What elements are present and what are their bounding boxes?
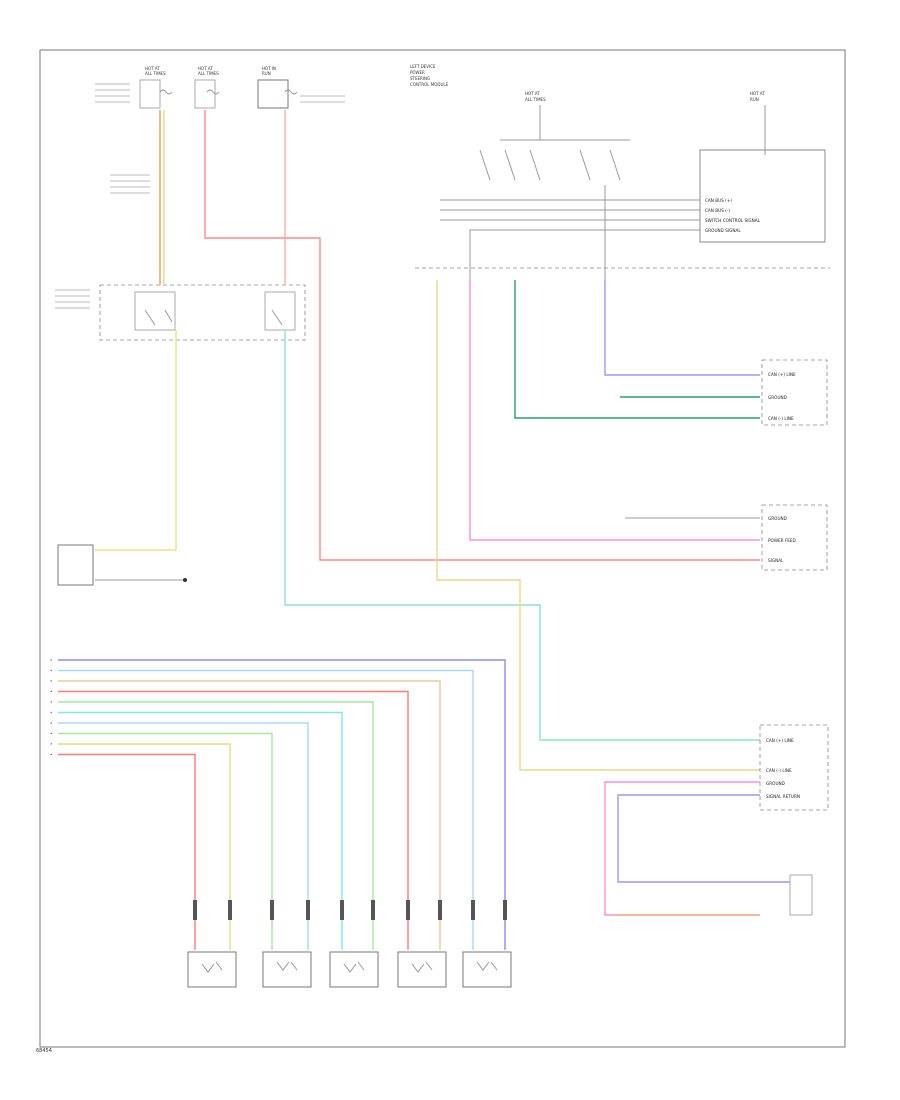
right-component-3: CAN (+) LINE CAN (-) LINE GROUND SIGNAL … [759, 724, 829, 811]
fuse1-l1: HOT AT [145, 66, 160, 71]
rc2-1: POWER FEED [768, 538, 796, 543]
fuse2-l2: ALL TIMES [198, 71, 219, 76]
rc3-2: GROUND [766, 781, 785, 786]
rc1-2: CAN (-) LINE [768, 416, 794, 421]
harness-wire [58, 690, 409, 950]
figure-id: 68454 [36, 1048, 52, 1054]
sensor-box [462, 951, 512, 988]
harness-wire [58, 711, 343, 950]
tc-label-3: CONTROL MODULE [410, 82, 449, 87]
harness-pin: • [50, 668, 52, 673]
hot-label-2: HOT AT [750, 91, 765, 96]
connector-mark [503, 900, 507, 920]
left-harness: • • • • • • • • • • [50, 658, 507, 950]
harness-wire [58, 659, 506, 950]
fuse3-l2: RUN [262, 71, 271, 76]
harness-wire [58, 722, 309, 950]
harness-pin: • [50, 752, 52, 757]
fuse3-l1: HOT IN [262, 66, 276, 71]
rc2-2: SIGNAL [768, 558, 784, 563]
diagram-frame [39, 49, 846, 1048]
sensor-symbol [276, 961, 298, 971]
bus-label-0: CAN BUS (+) [705, 198, 732, 203]
bus-lines: CAN BUS (+) CAN BUS (-) SWITCH CONTROL S… [440, 185, 761, 280]
hot-label-0: HOT AT [525, 91, 540, 96]
rc3-1: CAN (-) LINE [766, 768, 792, 773]
bottom-sensors [187, 951, 512, 988]
bus-label-2: SWITCH CONTROL SIGNAL [705, 218, 761, 223]
sensor-symbol [343, 961, 365, 973]
upper-left-wires [95, 110, 760, 741]
harness-pin: • [50, 679, 52, 684]
tc-label-0: LEFT DEVICE [410, 64, 436, 69]
module-output-wires [436, 280, 760, 771]
right-component-1: CAN (+) LINE GROUND CAN (-) LINE [761, 359, 828, 426]
sensor-symbol [476, 961, 498, 971]
harness-wire [58, 732, 273, 950]
sensor-box [187, 951, 237, 988]
harness-pin: • [50, 721, 52, 726]
harness-wire [58, 743, 231, 950]
hot-label-3: RUN [750, 97, 759, 102]
harness-pin: • [50, 731, 52, 736]
harness-wire [58, 680, 441, 950]
connector-mark [471, 900, 475, 920]
harness-pin: • [50, 700, 52, 705]
rc1-0: CAN (+) LINE [768, 372, 796, 377]
bus-label-3: GROUND SIGNAL [705, 228, 741, 233]
rc1-1: GROUND [768, 395, 787, 400]
harness-wire [58, 669, 474, 950]
connector-mark [406, 900, 410, 920]
sensor-box [397, 951, 447, 988]
rc3-0: CAN (+) LINE [766, 738, 794, 743]
connector-mark [371, 900, 375, 920]
connector-mark [193, 900, 197, 920]
sensor-box [262, 951, 312, 988]
top-center-labels: LEFT DEVICE POWER STEERING CONTROL MODUL… [410, 64, 765, 102]
tc-label-1: POWER [410, 70, 425, 75]
sensor-symbol [201, 961, 223, 973]
relay-module [99, 284, 306, 341]
ground-dot [183, 578, 187, 582]
switch-group [479, 105, 826, 243]
fuse1-l2: ALL TIMES [145, 71, 166, 76]
bus-label-1: CAN BUS (-) [705, 208, 730, 213]
right-component-2: GROUND POWER FEED SIGNAL [761, 504, 828, 571]
rc3-3: SIGNAL RETURN [766, 794, 800, 799]
harness-pin: • [50, 742, 52, 747]
sensor-box [329, 951, 379, 988]
connector-mark [438, 900, 442, 920]
lower-right-wires [604, 781, 813, 916]
harness-pin: • [50, 710, 52, 715]
connector-mark [306, 900, 310, 920]
harness-pin: • [50, 658, 52, 663]
top-left-fuse-area: HOT AT ALL TIMES HOT AT ALL TIMES HOT IN… [55, 66, 345, 309]
harness-wire [58, 753, 196, 950]
rc2-0: GROUND [768, 516, 787, 521]
harness-pin: • [50, 689, 52, 694]
connector-mark [270, 900, 274, 920]
sensor-symbol [411, 961, 433, 973]
left-module [57, 544, 94, 586]
connector-mark [228, 900, 232, 920]
relay-switches [134, 291, 296, 331]
harness-wire [58, 701, 374, 950]
tc-label-2: STEERING [410, 76, 430, 81]
hot-label-1: ALL TIMES [525, 97, 546, 102]
fuse2-l1: HOT AT [198, 66, 213, 71]
connector-mark [340, 900, 344, 920]
